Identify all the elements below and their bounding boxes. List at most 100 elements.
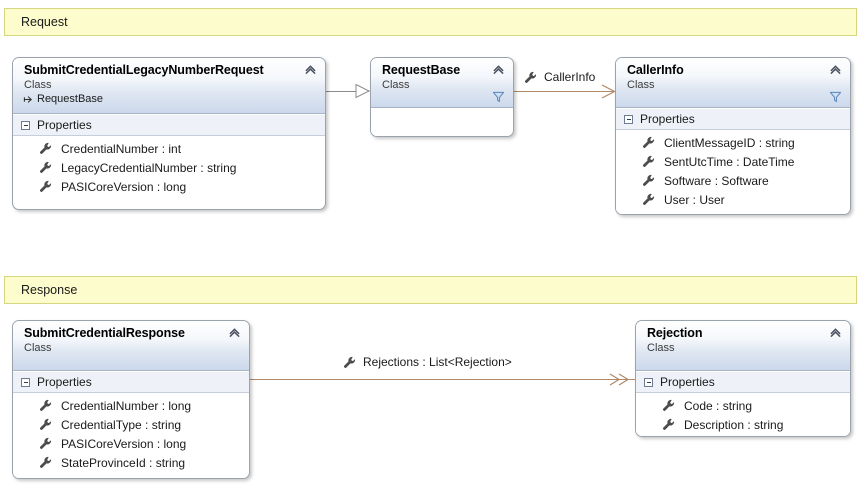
compartment-header-properties[interactable]: Properties	[616, 108, 850, 130]
funnel-icon[interactable]	[829, 91, 842, 103]
chevron-up-icon[interactable]	[492, 64, 505, 75]
connector-callerinfo-label-text: CallerInfo	[544, 70, 596, 84]
member-label: PASICoreVersion : long	[61, 179, 187, 194]
list-item[interactable]: Software : Software	[616, 171, 850, 190]
chevron-up-icon[interactable]	[304, 64, 317, 75]
list-item[interactable]: LegacyCredentialNumber : string	[13, 158, 325, 177]
class-empty-body	[371, 108, 513, 136]
funnel-icon[interactable]	[492, 91, 505, 103]
class-title: SubmitCredentialResponse	[24, 326, 185, 340]
minus-box-icon[interactable]	[644, 377, 653, 387]
member-list: CredentialNumber : int LegacyCredentialN…	[13, 136, 325, 202]
list-item[interactable]: Code : string	[636, 396, 850, 415]
class-base-label: RequestBase	[37, 93, 104, 105]
class-stereotype: Class	[24, 79, 52, 91]
collection-arrowhead-icon	[609, 373, 630, 386]
connector-inheritance-line	[325, 91, 369, 92]
class-base-row: RequestBase	[23, 92, 315, 106]
wrench-icon	[525, 71, 536, 83]
class-title: Rejection	[647, 326, 703, 340]
wrench-icon	[643, 155, 654, 167]
minus-box-icon[interactable]	[21, 377, 30, 387]
member-label: Code : string	[684, 398, 753, 413]
class-title: SubmitCredentialLegacyNumberRequest	[24, 63, 264, 77]
association-arrowhead-icon	[601, 84, 616, 99]
member-label: CredentialType : string	[61, 417, 182, 432]
member-label: ClientMessageID : string	[664, 135, 795, 150]
wrench-icon	[344, 356, 355, 368]
list-item[interactable]: User : User	[616, 190, 850, 209]
list-item[interactable]: StateProvinceId : string	[13, 453, 249, 472]
compartment-label: Properties	[660, 375, 715, 389]
class-box-request-base[interactable]: RequestBase Class	[370, 57, 514, 137]
class-title: CallerInfo	[627, 63, 684, 77]
compartment-label: Properties	[37, 118, 92, 132]
wrench-icon	[40, 456, 51, 468]
member-list: CredentialNumber : long CredentialType :…	[13, 393, 249, 478]
class-box-rejection[interactable]: Rejection Class Properties Code : string…	[635, 320, 851, 437]
connector-rejections-line	[250, 379, 635, 380]
compartment-label: Properties	[640, 112, 695, 126]
wrench-icon	[643, 193, 654, 205]
class-header: SubmitCredentialResponse Class	[13, 321, 249, 371]
inheritance-arrowhead-icon	[355, 83, 371, 99]
wrench-icon	[643, 136, 654, 148]
member-label: Description : string	[684, 417, 784, 432]
wrench-icon	[40, 418, 51, 430]
wrench-icon	[40, 161, 51, 173]
minus-box-icon[interactable]	[624, 114, 633, 124]
list-item[interactable]: CredentialNumber : int	[13, 139, 325, 158]
section-banner-request: Request	[4, 8, 857, 36]
list-item[interactable]: SentUtcTime : DateTime	[616, 152, 850, 171]
compartment-header-properties[interactable]: Properties	[636, 371, 850, 393]
class-stereotype: Class	[647, 342, 675, 354]
wrench-icon	[643, 174, 654, 186]
class-stereotype: Class	[24, 342, 52, 354]
chevron-up-icon[interactable]	[829, 327, 842, 338]
member-label: SentUtcTime : DateTime	[664, 154, 795, 169]
wrench-icon	[663, 418, 674, 430]
chevron-up-icon[interactable]	[228, 327, 241, 338]
member-label: CredentialNumber : long	[61, 398, 192, 413]
member-list: Code : string Description : string	[636, 393, 850, 436]
list-item[interactable]: PASICoreVersion : long	[13, 434, 249, 453]
class-header: CallerInfo Class	[616, 58, 850, 108]
connector-callerinfo-label: CallerInfo	[524, 70, 595, 84]
class-box-submit-credential-response[interactable]: SubmitCredentialResponse Class Propertie…	[12, 320, 250, 479]
member-label: Software : Software	[664, 173, 769, 188]
class-header: RequestBase Class	[371, 58, 513, 108]
section-banner-request-label: Request	[21, 15, 68, 29]
wrench-icon	[40, 142, 51, 154]
connector-rejections-label: Rejections : List<Rejection>	[343, 355, 512, 369]
class-box-caller-info[interactable]: CallerInfo Class Properties ClientMessag…	[615, 57, 851, 215]
member-label: PASICoreVersion : long	[61, 436, 187, 451]
compartment-header-properties[interactable]: Properties	[13, 371, 249, 393]
class-header: Rejection Class	[636, 321, 850, 371]
wrench-icon	[40, 437, 51, 449]
section-banner-response: Response	[4, 276, 857, 304]
list-item[interactable]: CredentialNumber : long	[13, 396, 249, 415]
list-item[interactable]: Description : string	[636, 415, 850, 434]
class-title: RequestBase	[382, 63, 461, 77]
list-item[interactable]: CredentialType : string	[13, 415, 249, 434]
list-item[interactable]: PASICoreVersion : long	[13, 177, 325, 196]
member-label: StateProvinceId : string	[61, 455, 186, 470]
arrow-right-icon	[23, 95, 32, 103]
chevron-up-icon[interactable]	[829, 64, 842, 75]
wrench-icon	[40, 399, 51, 411]
class-box-submit-credential-legacy-number-request[interactable]: SubmitCredentialLegacyNumberRequest Clas…	[12, 57, 326, 210]
class-header: SubmitCredentialLegacyNumberRequest Clas…	[13, 58, 325, 114]
wrench-icon	[663, 399, 674, 411]
connector-callerinfo-line	[513, 91, 614, 92]
compartment-label: Properties	[37, 375, 92, 389]
member-label: LegacyCredentialNumber : string	[61, 160, 237, 175]
compartment-header-properties[interactable]: Properties	[13, 114, 325, 136]
minus-box-icon[interactable]	[21, 120, 30, 130]
list-item[interactable]: ClientMessageID : string	[616, 133, 850, 152]
member-list: ClientMessageID : string SentUtcTime : D…	[616, 130, 850, 214]
member-label: CredentialNumber : int	[61, 141, 182, 156]
class-stereotype: Class	[382, 79, 410, 91]
class-stereotype: Class	[627, 79, 655, 91]
member-label: User : User	[664, 192, 725, 207]
wrench-icon	[40, 180, 51, 192]
